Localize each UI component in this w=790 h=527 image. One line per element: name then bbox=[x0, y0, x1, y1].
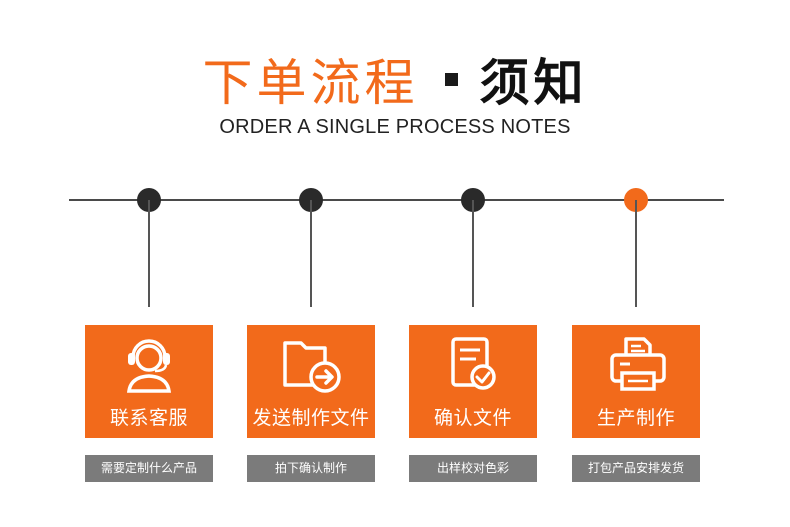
headset-agent-icon bbox=[126, 339, 172, 393]
step-note: 出样校对色彩 bbox=[409, 455, 537, 482]
step-note: 拍下确认制作 bbox=[247, 455, 375, 482]
step-card-contact[interactable]: 联系客服 bbox=[85, 325, 213, 438]
step-note: 打包产品安排发货 bbox=[572, 455, 700, 482]
step-card-production[interactable]: 生产制作 bbox=[572, 325, 700, 438]
page-subtitle: ORDER A SINGLE PROCESS NOTES bbox=[219, 116, 571, 138]
timeline-stem-4 bbox=[635, 200, 637, 307]
title-highlight: 下单流程 bbox=[202, 54, 419, 112]
timeline-stem-1 bbox=[148, 200, 150, 307]
folder-arrow-icon bbox=[283, 341, 341, 393]
step-label: 生产制作 bbox=[596, 407, 675, 429]
step-label: 联系客服 bbox=[109, 407, 188, 429]
timeline-stem-2 bbox=[310, 200, 312, 307]
step-note: 需要定制什么产品 bbox=[85, 455, 213, 482]
step-label: 确认文件 bbox=[433, 407, 512, 429]
step-card-confirm-file[interactable]: 确认文件 bbox=[409, 325, 537, 438]
printer-icon bbox=[610, 337, 666, 391]
timeline-stem-3 bbox=[472, 200, 474, 307]
title-separator bbox=[444, 72, 458, 86]
step-card-send-file[interactable]: 发送制作文件 bbox=[247, 325, 375, 438]
step-label: 发送制作文件 bbox=[252, 407, 370, 429]
timeline-line bbox=[69, 199, 724, 201]
title-main: 须知 bbox=[479, 54, 588, 112]
page-title: 下单流程 须知 bbox=[0, 44, 790, 114]
document-check-icon bbox=[451, 337, 496, 390]
